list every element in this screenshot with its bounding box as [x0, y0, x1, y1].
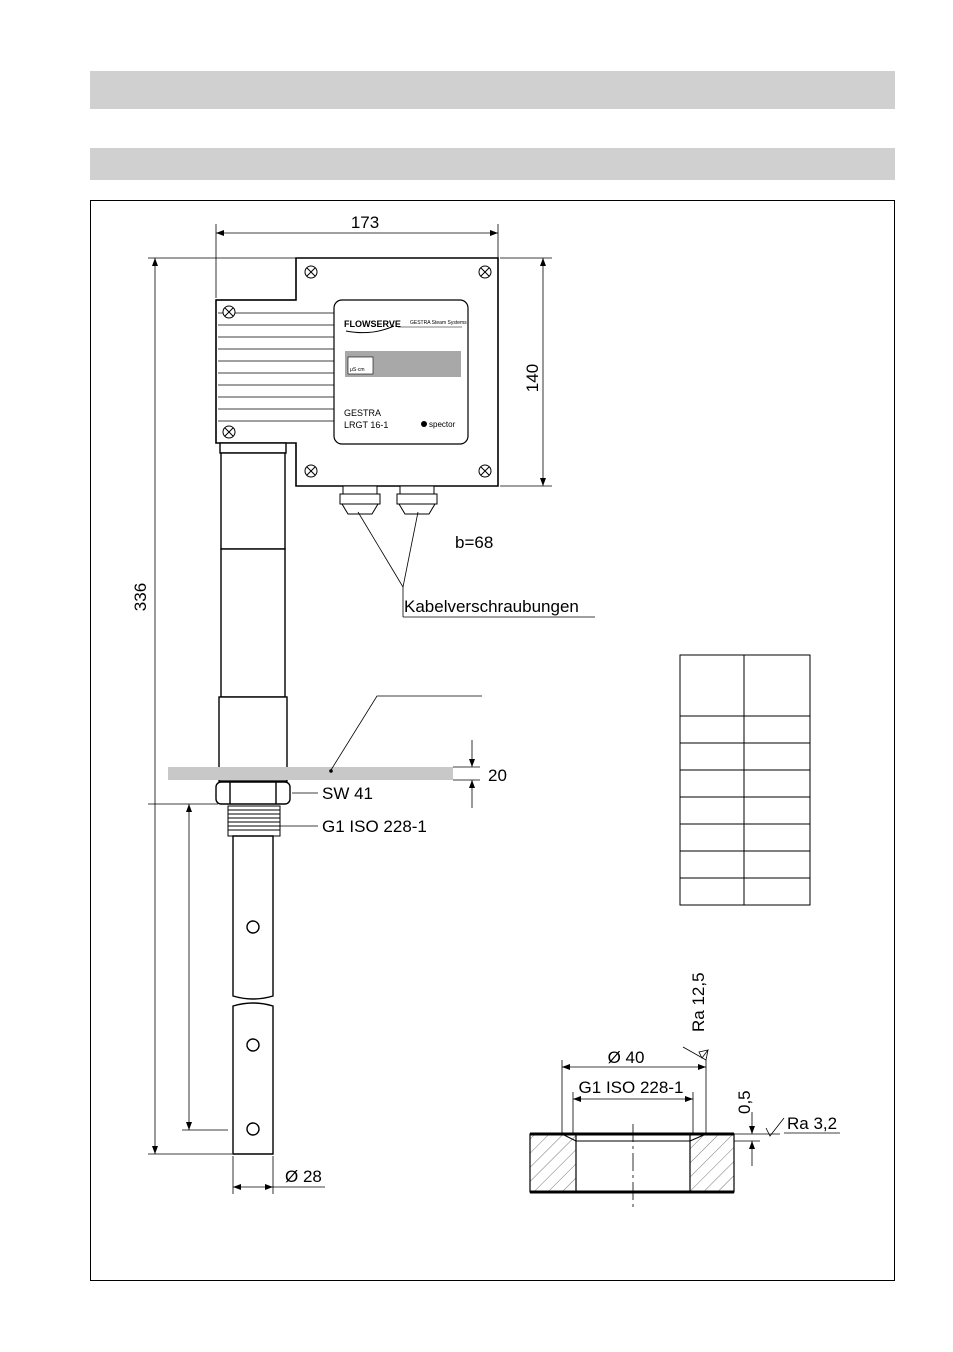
product-name: GESTRA	[344, 408, 381, 418]
depth-label: b=68	[455, 533, 493, 552]
probe-rod	[232, 835, 274, 1155]
product-model: LRGT 16-1	[344, 420, 388, 430]
spector-logo-icon	[421, 421, 427, 427]
rod-diameter-label: Ø 28	[285, 1167, 322, 1186]
header-bar-2	[90, 148, 895, 180]
housing: FLOWSERVE GESTRA Steam Systems μS·cm GES…	[215, 257, 499, 487]
hex-nut	[215, 781, 291, 805]
drawing-frame	[90, 200, 895, 1281]
brand-logo: FLOWSERVE	[344, 319, 401, 329]
spector-label: spector	[429, 420, 456, 429]
screw-icon	[222, 265, 492, 478]
cable-gland-leader	[357, 511, 595, 618]
bore-detail	[529, 1124, 735, 1210]
table	[679, 654, 811, 906]
bore-thread-label: G1 ISO 228-1	[579, 1078, 684, 1097]
plate-leader	[330, 695, 482, 771]
chamfer-label: 0,5	[735, 1090, 754, 1114]
roughness-top-label: Ra 12,5	[689, 972, 708, 1032]
thread	[227, 805, 281, 837]
bore-diameter-label: Ø 40	[608, 1048, 645, 1067]
roughness-side: Ra 3,2	[765, 1114, 840, 1137]
dim-width-label: 173	[351, 213, 379, 232]
cable-glands	[339, 485, 438, 515]
dim-insertion	[148, 803, 228, 1131]
dim-box-height-label: 140	[523, 364, 542, 392]
dim-chamfer: 0,5	[734, 1090, 780, 1166]
cable-glands-label: Kabelverschraubungen	[404, 597, 579, 616]
display-unit: μS·cm	[350, 367, 365, 373]
plate-thickness-label: 20	[488, 766, 507, 785]
brand-subtitle: GESTRA Steam Systems	[410, 320, 467, 326]
mounting-plate	[168, 767, 453, 780]
dim-bore-diameter: Ø 40	[561, 1048, 707, 1134]
roughness-side-label: Ra 3,2	[787, 1114, 837, 1133]
thread-label: G1 ISO 228-1	[322, 817, 427, 836]
header-bar-1	[90, 71, 895, 109]
dim-rod-diameter: Ø 28	[232, 1156, 325, 1194]
dim-height-label: 336	[131, 583, 150, 611]
dim-bore-thread: G1 ISO 228-1	[572, 1078, 694, 1134]
wrench-size-label: SW 41	[322, 784, 373, 803]
dim-box-height: 140	[500, 257, 552, 487]
probe-upper	[218, 442, 288, 782]
roughness-top: Ra 12,5	[682, 972, 709, 1061]
dim-width: 173	[215, 213, 499, 298]
dim-height: 336	[131, 257, 296, 1155]
